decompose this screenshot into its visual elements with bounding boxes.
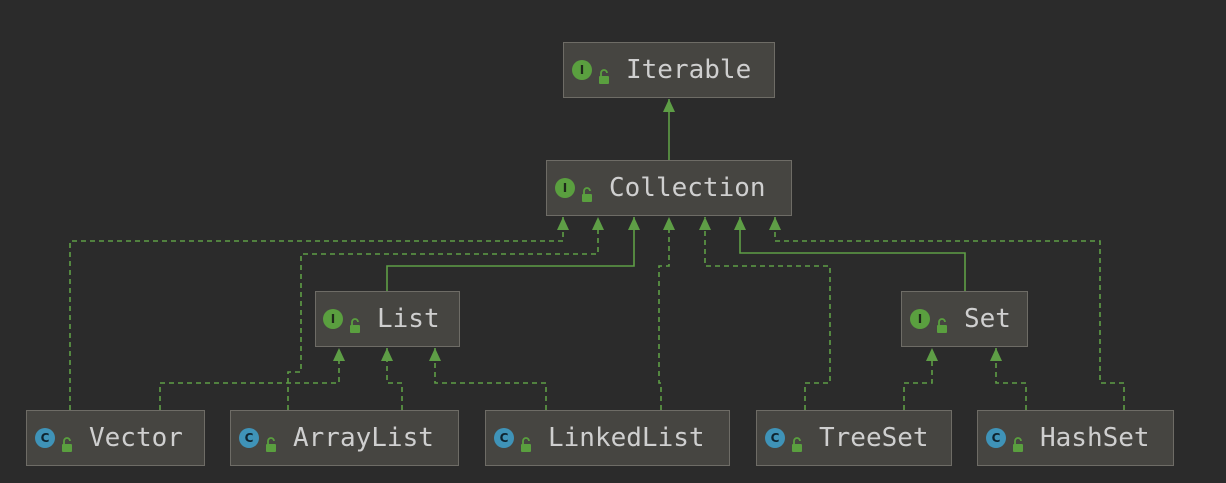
edge-vector-to-collection xyxy=(69,217,569,410)
arrowhead-icon xyxy=(429,348,441,361)
node-collection[interactable]: I Collection xyxy=(546,160,792,216)
open-lock-icon xyxy=(520,430,534,452)
edge-set-to-collection xyxy=(734,217,966,291)
edge-line xyxy=(386,348,403,410)
open-lock-icon xyxy=(61,430,75,452)
node-label: LinkedList xyxy=(548,423,705,453)
open-lock-icon xyxy=(349,311,363,333)
interface-badge-icon: I xyxy=(555,178,575,198)
edge-line xyxy=(287,217,599,410)
edge-line xyxy=(704,217,831,410)
node-label: ArrayList xyxy=(293,423,434,453)
open-lock-icon xyxy=(265,430,279,452)
node-set[interactable]: I Set xyxy=(901,291,1028,347)
arrowhead-icon xyxy=(333,348,345,361)
node-label: Iterable xyxy=(626,55,752,85)
arrowhead-icon xyxy=(734,217,746,230)
edge-linkedlist-to-list xyxy=(429,348,547,410)
open-lock-icon xyxy=(581,180,595,202)
edge-line xyxy=(434,348,547,410)
edge-line xyxy=(774,217,1125,410)
open-lock-icon xyxy=(598,62,612,84)
interface-badge-icon: I xyxy=(323,309,343,329)
edge-line xyxy=(995,348,1027,410)
node-hashset[interactable]: C HashSet xyxy=(977,410,1174,466)
arrowhead-icon xyxy=(769,217,781,230)
open-lock-icon xyxy=(791,430,805,452)
class-badge-icon: C xyxy=(765,428,785,448)
node-label: Vector xyxy=(89,423,183,453)
arrowhead-icon xyxy=(990,348,1002,361)
arrowhead-icon xyxy=(699,217,711,230)
edge-line xyxy=(658,217,670,410)
edge-list-to-collection xyxy=(386,217,640,291)
node-label: Set xyxy=(964,304,1011,334)
class-badge-icon: C xyxy=(986,428,1006,448)
edge-line xyxy=(386,217,635,291)
node-vector[interactable]: C Vector xyxy=(26,410,205,466)
edge-line xyxy=(903,348,933,410)
arrowhead-icon xyxy=(557,217,569,230)
node-label: Collection xyxy=(609,173,766,203)
interface-badge-icon: I xyxy=(910,309,930,329)
node-label: TreeSet xyxy=(819,423,929,453)
edge-hashset-to-set xyxy=(990,348,1027,410)
node-label: List xyxy=(377,304,440,334)
edge-collection-to-iterable xyxy=(663,99,675,160)
node-iterable[interactable]: I Iterable xyxy=(563,42,775,98)
arrowhead-icon xyxy=(663,99,675,112)
interface-badge-icon: I xyxy=(572,60,592,80)
edge-vector-to-list xyxy=(159,348,345,410)
edge-line xyxy=(159,348,340,410)
class-badge-icon: C xyxy=(35,428,55,448)
open-lock-icon xyxy=(936,311,950,333)
node-linkedlist[interactable]: C LinkedList xyxy=(485,410,730,466)
class-badge-icon: C xyxy=(494,428,514,448)
edge-arraylist-to-collection xyxy=(287,217,604,410)
edge-linkedlist-to-collection xyxy=(658,217,675,410)
arrowhead-icon xyxy=(628,217,640,230)
edge-line xyxy=(739,217,966,291)
edge-arraylist-to-list xyxy=(381,348,403,410)
edge-hashset-to-collection xyxy=(769,217,1125,410)
arrowhead-icon xyxy=(926,348,938,361)
arrowhead-icon xyxy=(592,217,604,230)
node-label: HashSet xyxy=(1040,423,1150,453)
edge-treeset-to-set xyxy=(903,348,938,410)
arrowhead-icon xyxy=(381,348,393,361)
edge-line xyxy=(69,217,564,410)
arrowhead-icon xyxy=(663,217,675,230)
node-arraylist[interactable]: C ArrayList xyxy=(230,410,459,466)
node-treeset[interactable]: C TreeSet xyxy=(756,410,952,466)
class-badge-icon: C xyxy=(239,428,259,448)
open-lock-icon xyxy=(1012,430,1026,452)
edge-treeset-to-collection xyxy=(699,217,831,410)
node-list[interactable]: I List xyxy=(315,291,460,347)
